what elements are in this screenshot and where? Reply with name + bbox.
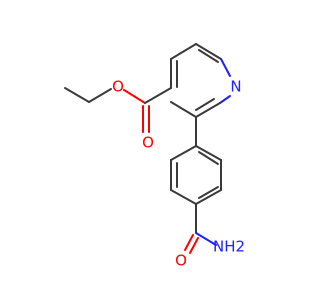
bond-carbonyl-carbon-ring: [144, 87, 172, 104]
bond-o-carbonyl-carbon: [123, 89, 146, 104]
bond-bz-4-5: [195, 189, 222, 205]
bond-bz-1-2: [170, 145, 197, 161]
bond-py-inner-3: [195, 98, 215, 111]
bond-amide-double-a: [184, 234, 194, 251]
bond-bz-inner-3: [198, 151, 219, 165]
bond-py-c6-n: [220, 58, 231, 77]
bond-bz-inner-2: [198, 186, 219, 199]
ester-o-single-label: O: [112, 78, 124, 96]
molecule-structure: O O N O NH2: [64, 43, 245, 270]
bond-ethyl-ch3-ch2: [64, 87, 90, 103]
ester-o-double-label: O: [142, 134, 154, 152]
bond-bz-3-4: [170, 189, 197, 205]
pyridine-n-label: N: [230, 78, 241, 96]
amide-o-label: O: [175, 252, 187, 270]
bond-py-c2-c3b: [170, 101, 197, 118]
bond-amide-double-b: [189, 237, 199, 254]
bond-py-n-c2: [219, 95, 231, 104]
bond-py-c4-c5: [170, 43, 197, 60]
bond-py-c5-c6: [195, 43, 222, 60]
structure-canvas: O O N O NH2: [64, 43, 246, 270]
bond-amide-c-n: [195, 232, 217, 246]
bond-ethyl-ch2-o: [88, 88, 112, 103]
bond-py-c2-c3: [195, 102, 221, 118]
amide-nh2-label: NH2: [213, 238, 245, 256]
bond-bz-6-1: [195, 145, 222, 161]
bond-py-inner-2: [198, 49, 219, 63]
